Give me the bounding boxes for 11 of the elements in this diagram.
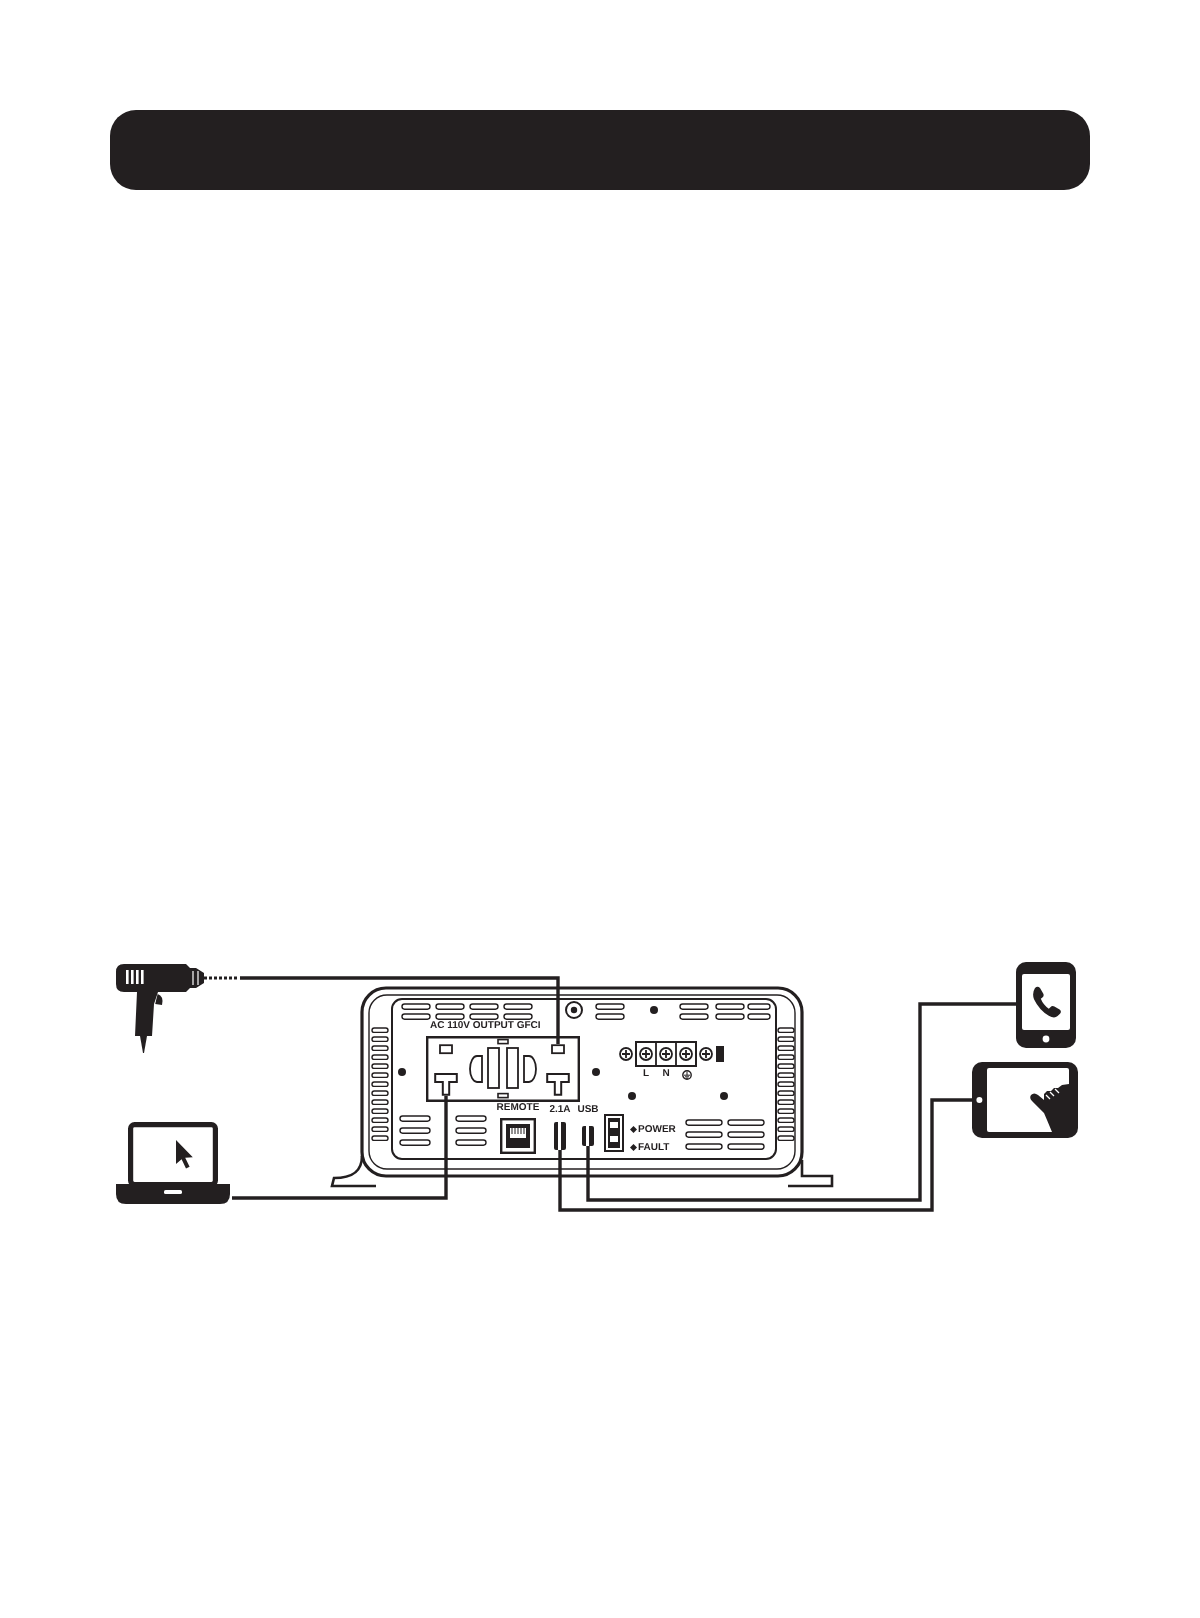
drill-icon bbox=[112, 960, 240, 1056]
outlet-socket-icon bbox=[434, 1044, 458, 1096]
cable-line bbox=[558, 1098, 972, 1212]
laptop-icon bbox=[114, 1122, 232, 1206]
inverter-drawing bbox=[330, 980, 834, 1192]
tablet-icon bbox=[972, 1062, 1078, 1138]
smartphone-icon bbox=[1016, 962, 1076, 1048]
cable-line bbox=[240, 976, 560, 1044]
cable-line bbox=[232, 1096, 448, 1200]
outlet-socket-icon bbox=[546, 1044, 570, 1096]
cable-line bbox=[586, 1002, 1016, 1202]
